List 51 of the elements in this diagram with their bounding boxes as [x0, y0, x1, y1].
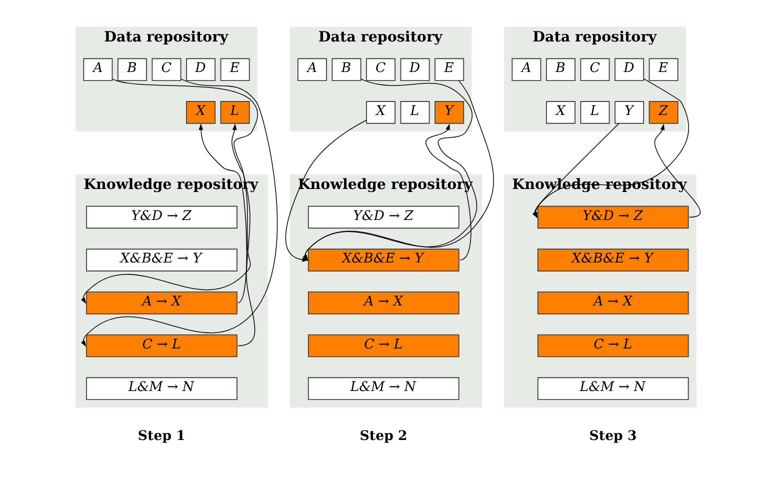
arrow [532, 123, 619, 218]
arrow [532, 78, 688, 218]
node-box: D [186, 58, 216, 82]
arrow [80, 78, 258, 304]
node-box: Y [434, 101, 464, 124]
arrow [80, 78, 278, 347]
arrow [424, 124, 471, 260]
node-box: C [580, 58, 610, 82]
node-box: L&M → N [307, 377, 459, 400]
node-box: C [151, 58, 181, 82]
node-box: L [580, 101, 610, 124]
node-box: A [82, 58, 112, 82]
node-box: L [400, 101, 430, 124]
label: Step 1 [137, 428, 185, 444]
node-box: A → X [307, 291, 459, 314]
node-box: D [614, 58, 644, 82]
node-box: Z [648, 101, 678, 124]
node-box: Y&D → Z [86, 206, 237, 229]
arrow [231, 124, 255, 346]
node-box: Y&D → Z [536, 206, 688, 229]
node-box: E [220, 58, 250, 82]
node-box: L&M → N [86, 377, 237, 400]
node-box: B [116, 58, 146, 82]
node-box: X [366, 101, 396, 124]
node-box: C → L [536, 334, 688, 358]
arrow [654, 124, 700, 218]
arrow [198, 124, 247, 304]
node-box: X [545, 101, 575, 124]
node-box: D [400, 58, 430, 82]
node-box: Y&D → Z [307, 206, 459, 229]
node-box: E [648, 58, 678, 82]
node-box: C → L [307, 334, 459, 358]
node-box: X&B&E → Y [307, 248, 459, 272]
label: Step 2 [359, 428, 407, 444]
arrow [284, 120, 366, 262]
node-box: X&B&E → Y [536, 248, 688, 272]
label: Step 3 [588, 428, 636, 444]
node-box: B [331, 58, 361, 82]
node-box: Y [614, 101, 644, 124]
node-box: L [220, 101, 250, 124]
node-box: L&M → N [536, 377, 688, 400]
node-box: A [296, 58, 326, 82]
node-box: A → X [536, 291, 688, 314]
node-box: A [511, 58, 541, 82]
node-box: E [434, 58, 464, 82]
node-box: A → X [86, 291, 237, 314]
node-box: X [186, 101, 216, 124]
node-box: C [366, 58, 396, 82]
node-box: X&B&E → Y [86, 248, 237, 272]
node-box: B [545, 58, 575, 82]
node-box: C → L [86, 334, 237, 358]
